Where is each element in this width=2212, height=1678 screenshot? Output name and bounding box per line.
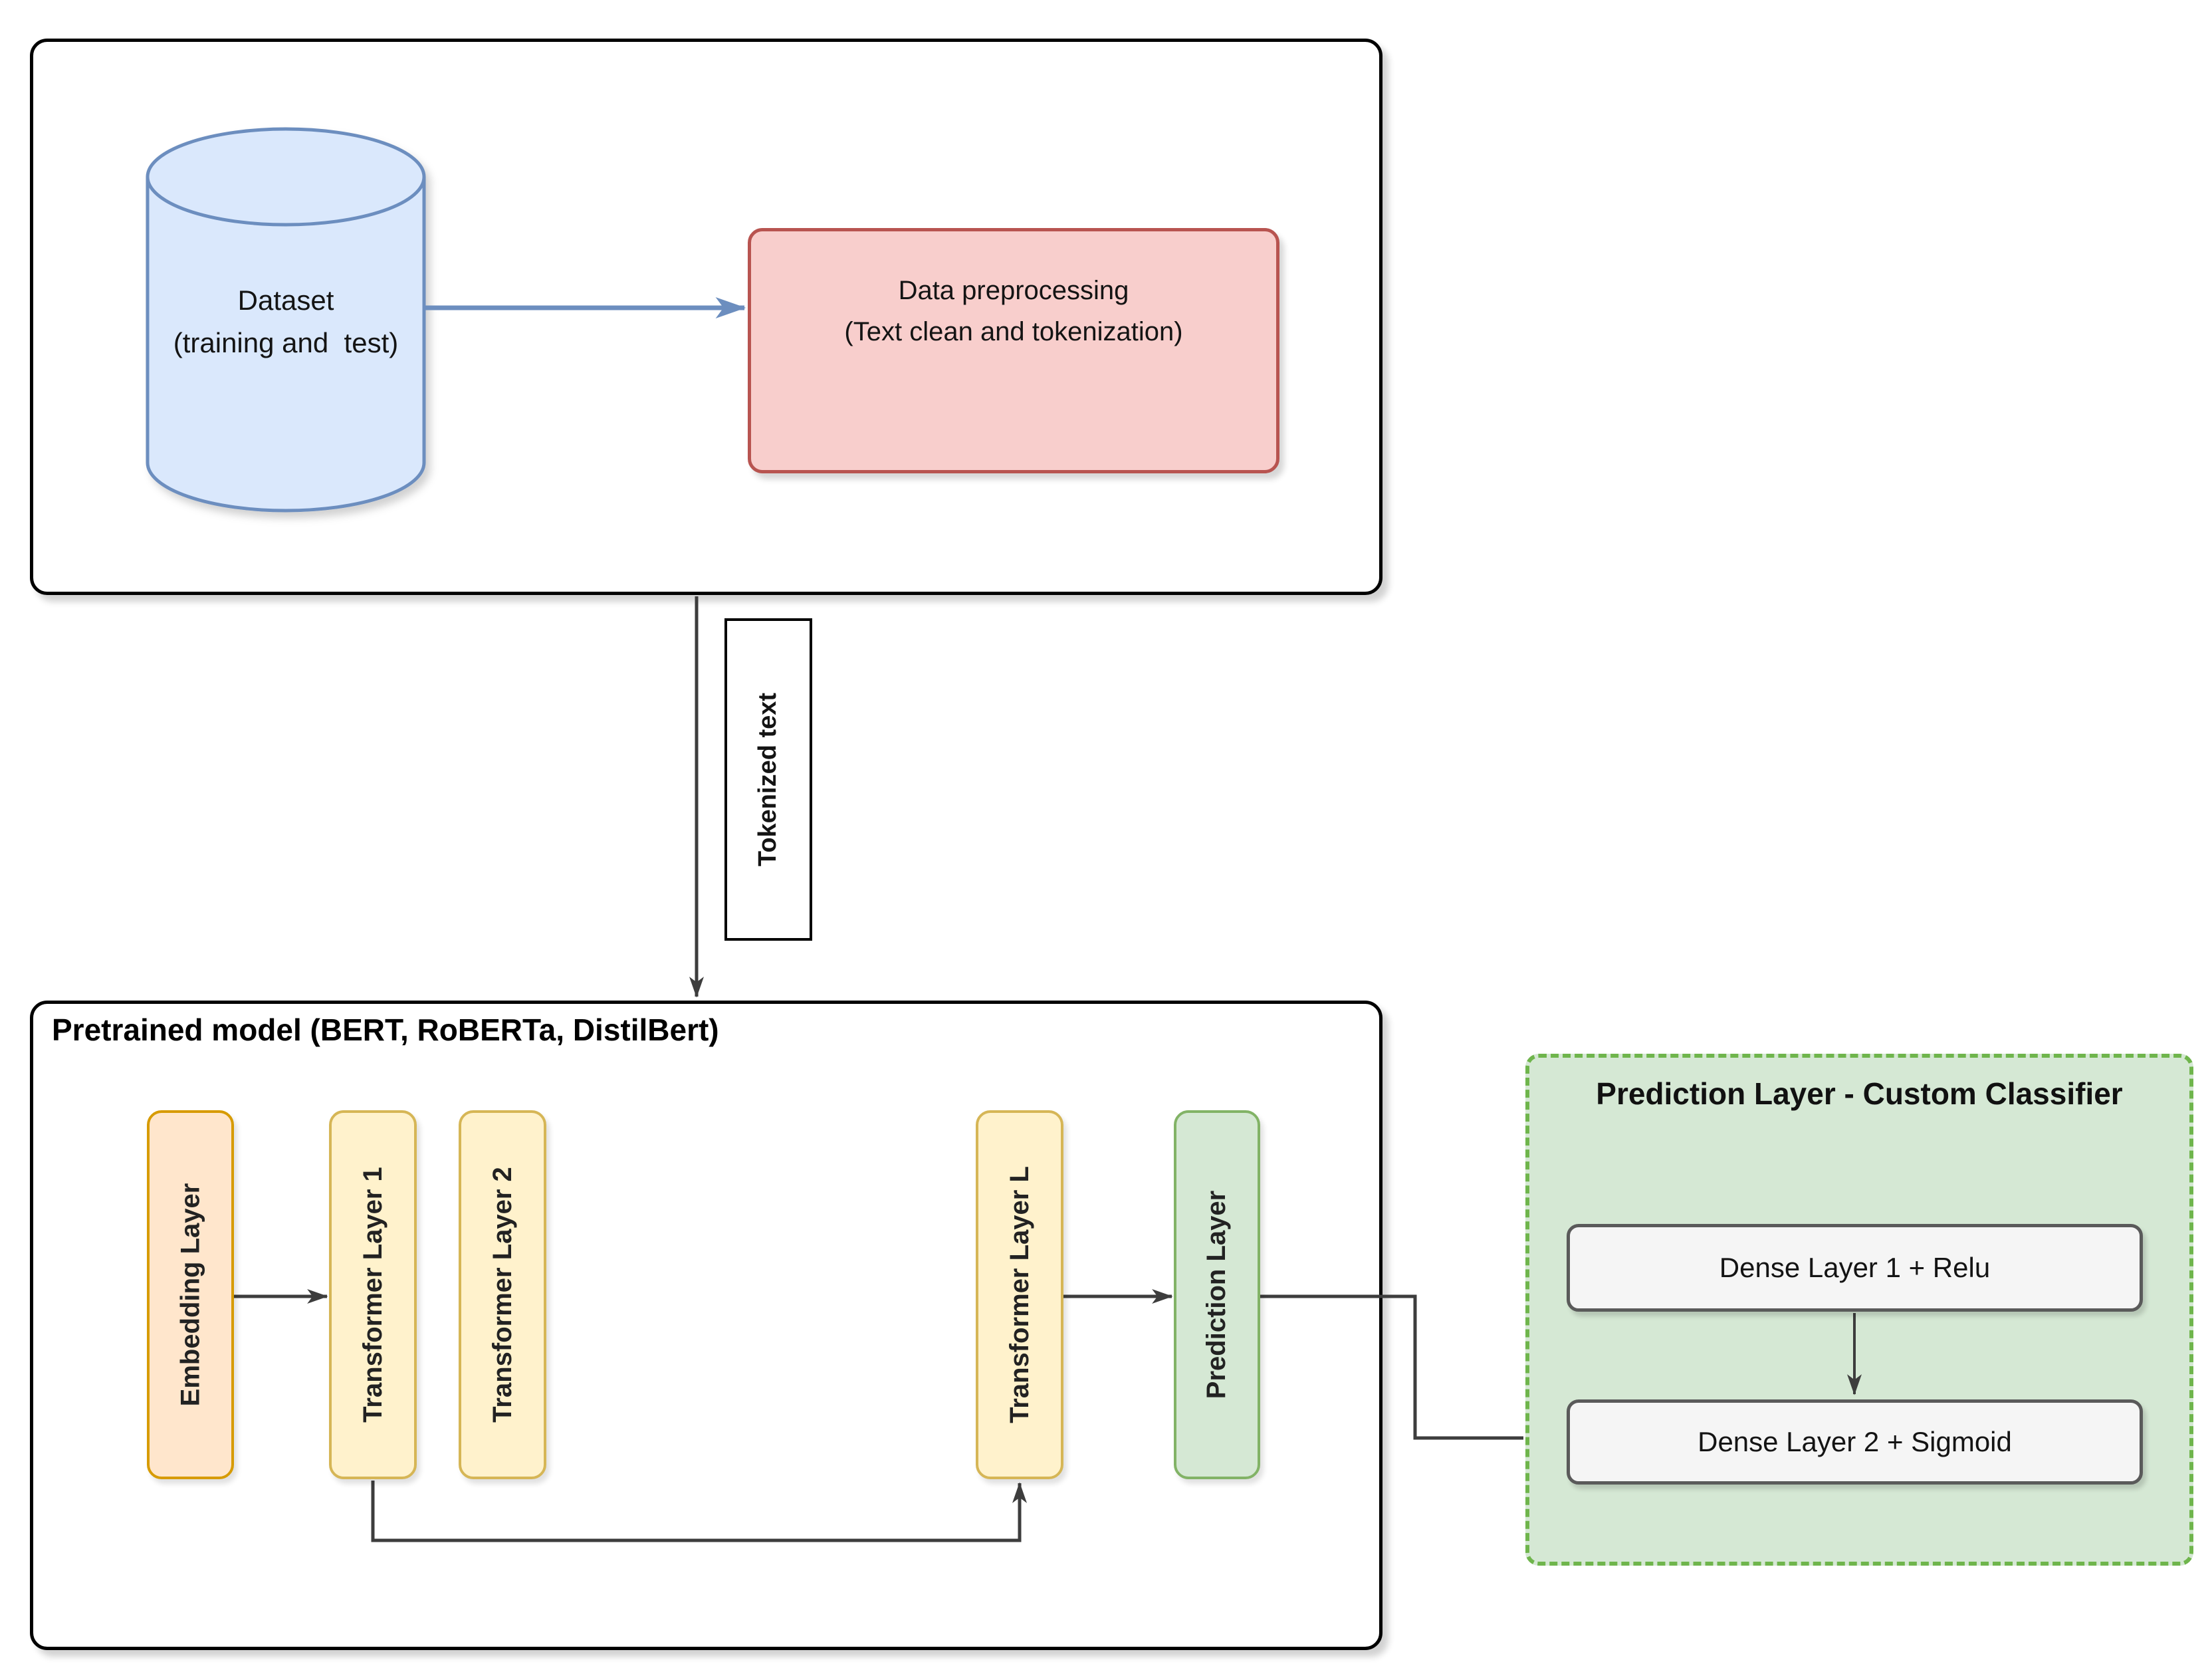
preprocessing-line2: (Text clean and tokenization) xyxy=(844,316,1183,346)
layer-transformer-1: Transformer Layer 1 xyxy=(329,1110,417,1479)
layer-prediction: Prediction Layer xyxy=(1174,1110,1260,1479)
dense-layer-1: Dense Layer 1 + Relu xyxy=(1567,1224,2143,1312)
preprocessing-label: Data preprocessing (Text clean and token… xyxy=(844,270,1182,352)
dense-layer-2: Dense Layer 2 + Sigmoid xyxy=(1567,1399,2143,1485)
layer-prediction-label: Prediction Layer xyxy=(1202,1190,1232,1399)
layer-embedding: Embedding Layer xyxy=(147,1110,234,1479)
pretrained-model-title: Pretrained model (BERT, RoBERTa, DistilB… xyxy=(52,1013,719,1047)
layer-transformer-2: Transformer Layer 2 xyxy=(459,1110,546,1479)
tokenized-text-label-box: Tokenized text xyxy=(724,618,812,941)
dense-layer-1-label: Dense Layer 1 + Relu xyxy=(1719,1252,1991,1283)
classifier-title: Prediction Layer - Custom Classifier xyxy=(1596,1076,2123,1111)
dense-layer-2-label: Dense Layer 2 + Sigmoid xyxy=(1698,1426,2012,1457)
layer-transformer-2-label: Transformer Layer 2 xyxy=(487,1167,517,1423)
layer-transformer-1-label: Transformer Layer 1 xyxy=(358,1167,387,1423)
dataset-label-line2: (training and test) xyxy=(173,327,399,358)
layer-embedding-label: Embedding Layer xyxy=(175,1183,205,1407)
layer-transformer-l-label: Transformer Layer L xyxy=(1004,1166,1034,1423)
layer-transformer-l: Transformer Layer L xyxy=(976,1110,1063,1479)
dataset-label: Dataset (training and test) xyxy=(148,279,424,364)
preprocessing-box: Data preprocessing (Text clean and token… xyxy=(748,228,1279,473)
dataset-label-line1: Dataset xyxy=(237,285,334,316)
preprocessing-line1: Data preprocessing xyxy=(898,275,1129,305)
tokenized-text-label: Tokenized text xyxy=(754,692,782,867)
